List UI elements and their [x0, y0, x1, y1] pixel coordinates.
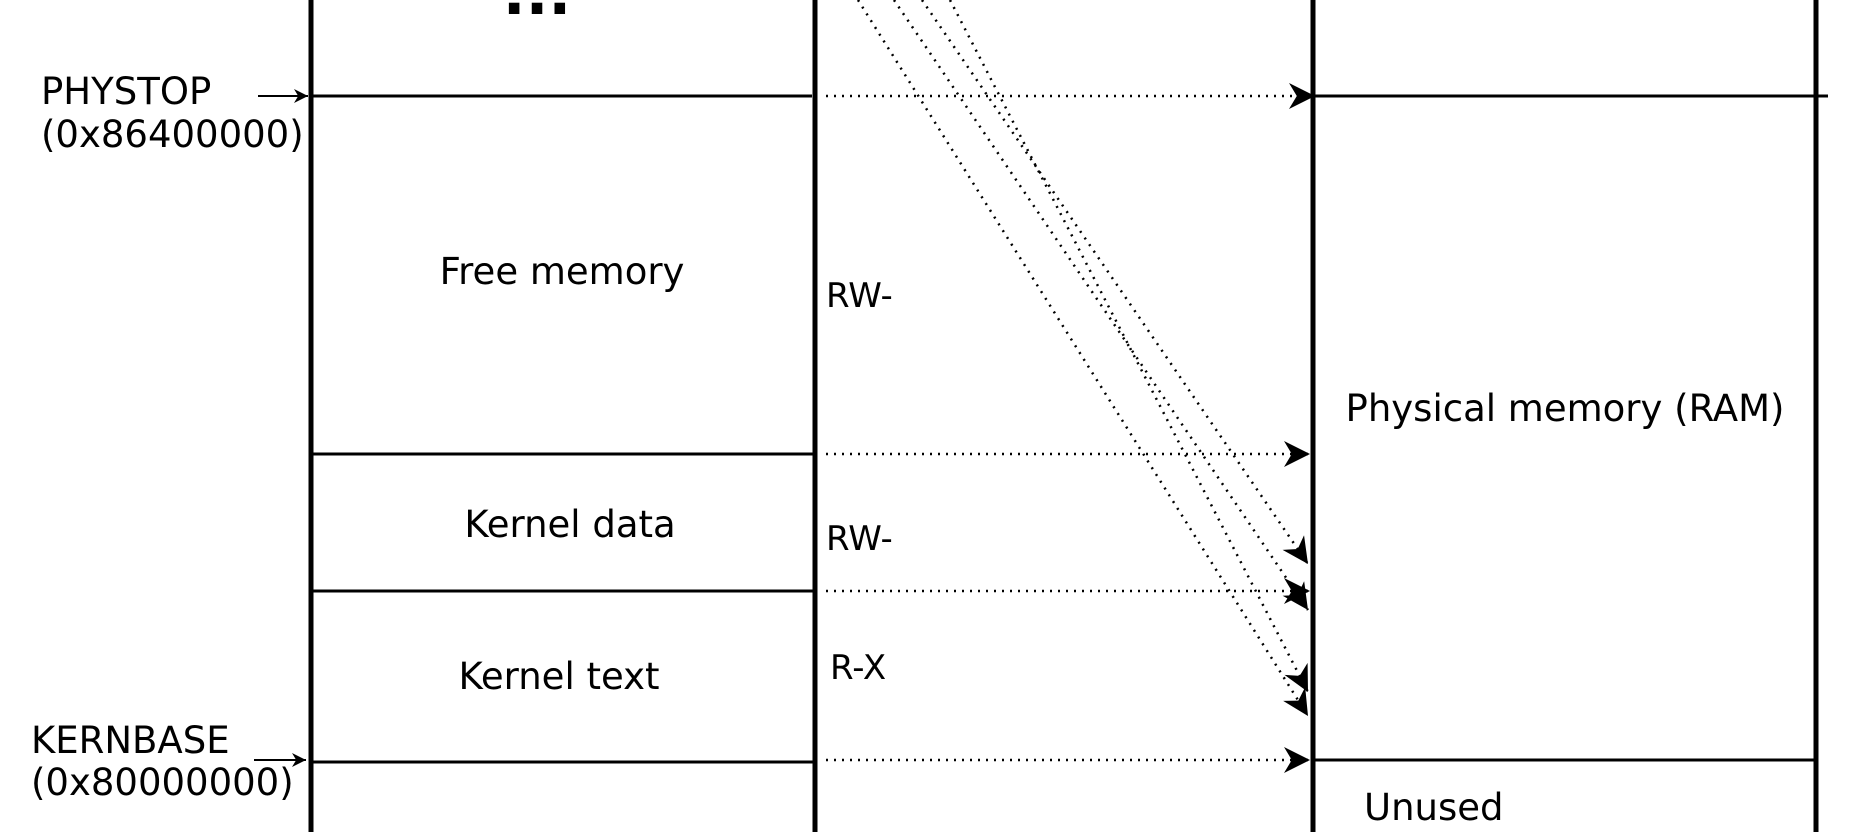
kernbase-label: KERNBASE	[31, 719, 230, 762]
map-arrow-diagonal-1	[856, 0, 1310, 717]
map-arrow-diagonal-3	[920, 0, 1310, 565]
unused-label: Unused	[1364, 786, 1504, 829]
map-arrow-diagonal-4	[948, 0, 1310, 693]
permission-kernel-text: R-X	[830, 648, 886, 688]
virtual-address-column: ... Free memory Kernel data Kernel text	[308, 0, 818, 832]
address-labels: PHYSTOP (0x86400000) KERNBASE (0x8000000…	[31, 70, 308, 804]
permission-labels: RW- RW- R-X	[826, 276, 893, 688]
phystop-label: PHYSTOP	[41, 70, 211, 113]
physical-ram-label: Physical memory (RAM)	[1346, 387, 1785, 430]
physical-memory-column: Physical memory (RAM) Unused	[1310, 0, 1828, 832]
region-label-kernel-data: Kernel data	[464, 503, 675, 546]
mapping-arrows	[826, 0, 1315, 773]
permission-free-memory: RW-	[826, 276, 893, 316]
map-arrow-diagonal-2	[892, 0, 1310, 611]
region-label-kernel-text: Kernel text	[458, 655, 659, 698]
top-ellipsis: ...	[503, 0, 571, 29]
phystop-address: (0x86400000)	[41, 113, 304, 156]
region-label-free-memory: Free memory	[440, 250, 685, 293]
kernbase-address: (0x80000000)	[31, 761, 294, 804]
permission-kernel-data: RW-	[826, 519, 893, 559]
